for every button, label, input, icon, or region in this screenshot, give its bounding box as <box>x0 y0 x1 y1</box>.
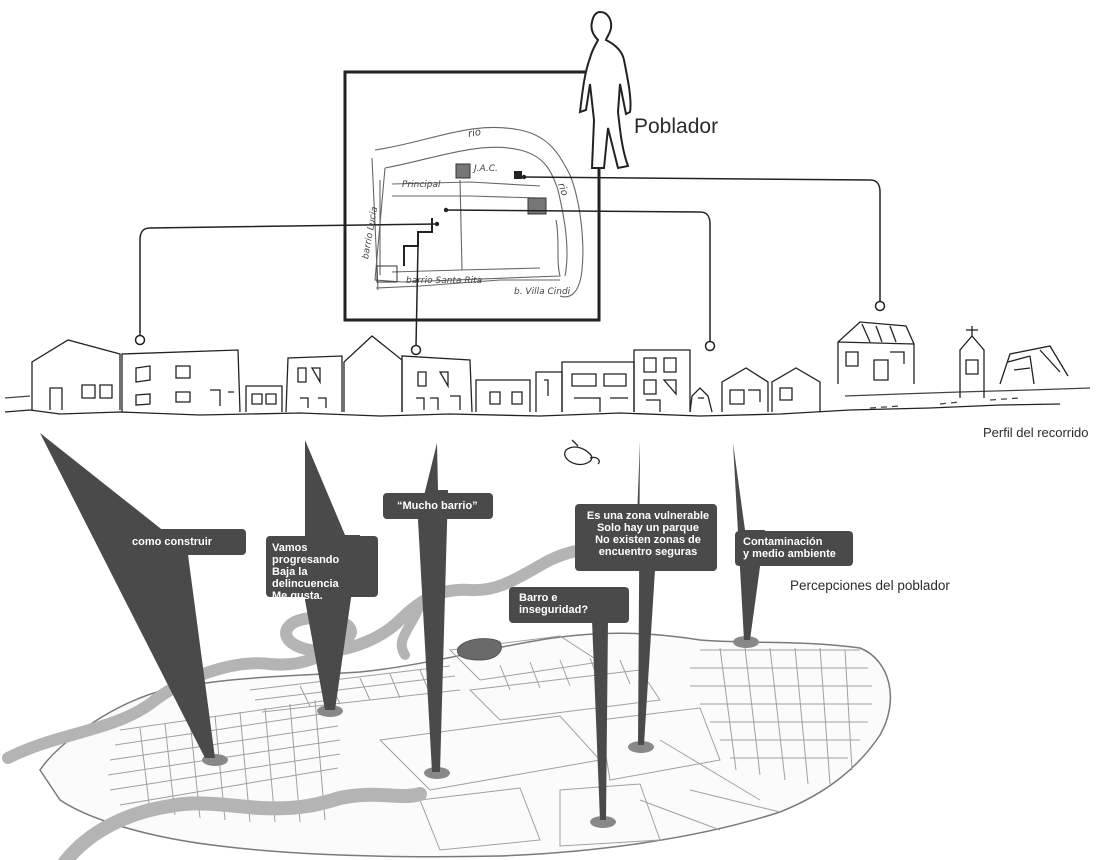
endpoint-1 <box>134 334 146 346</box>
callout-zona-vulnerable: Es una zona vulnerable Solo hay un parqu… <box>575 504 717 571</box>
house-1 <box>31 339 121 410</box>
location-markers <box>202 636 759 828</box>
callout-como-construir: como construir <box>122 529 246 555</box>
sketch-map <box>371 126 584 298</box>
marker-2 <box>317 705 343 717</box>
map-streets-east <box>639 647 872 831</box>
endpoint-2 <box>410 344 422 356</box>
callout-text: “Mucho barrio” <box>397 500 478 512</box>
callout-tails <box>40 433 765 820</box>
callout-mucho-barrio: “Mucho barrio” <box>383 493 493 519</box>
street-profile <box>4 321 1091 466</box>
marker-4 <box>590 816 616 828</box>
callout-text: como construir <box>132 536 213 548</box>
callout-text: Barro e inseguridad? <box>519 592 589 616</box>
sketch-map-frame <box>343 70 601 322</box>
building-2 <box>121 349 241 413</box>
sketch-jac: J.A.C. <box>474 164 498 174</box>
sketch-barrio-bottom: barrio Santa Rita <box>406 276 483 286</box>
connector-4 <box>523 176 881 302</box>
sketch-church <box>376 265 398 283</box>
route-profile-label: Perfil del recorrido <box>983 425 1089 440</box>
river-south <box>58 787 427 860</box>
rural-house <box>837 321 915 384</box>
endpoint-3 <box>704 340 716 352</box>
lake <box>456 638 502 661</box>
resident-figure <box>578 10 632 170</box>
building-5 <box>535 349 713 413</box>
callout-contaminacion: Contaminación y medio ambiente <box>735 531 853 566</box>
sketch-principal: Principal <box>402 180 441 190</box>
sketch-river-top: rio <box>467 126 482 141</box>
callout-text: Contaminación y medio ambiente <box>743 536 836 560</box>
start-dot-1 <box>434 221 440 227</box>
rural-shed <box>999 345 1069 385</box>
resident-label: Poblador <box>634 115 719 138</box>
callout-text: Vamos progresando Baja la delincuencia M… <box>272 542 340 602</box>
connectors <box>139 176 881 347</box>
marker-5 <box>628 741 654 753</box>
sketch-building-jac <box>455 163 471 179</box>
church <box>959 326 985 398</box>
endpoint-4 <box>874 300 886 312</box>
ground-line <box>4 403 1061 417</box>
connector-2 <box>415 245 419 347</box>
tail-zona-vulnerable <box>635 440 655 745</box>
start-dot-3 <box>443 207 449 213</box>
tail-mucho-barrio <box>418 443 448 772</box>
river-branch <box>396 600 425 660</box>
start-dot-4 <box>521 174 527 180</box>
sketch-villa: b. Villa Cindi <box>514 287 571 297</box>
connector-endpoints <box>134 300 886 356</box>
sketch-building-3 <box>527 197 547 215</box>
sketch-route <box>403 218 433 266</box>
building-6 <box>721 367 821 412</box>
building-4 <box>343 335 531 413</box>
debris <box>564 439 600 466</box>
connector-3 <box>445 209 711 342</box>
tail-barro <box>592 620 608 820</box>
connector-1 <box>139 223 438 336</box>
callout-text: Es una zona vulnerable Solo hay un parqu… <box>586 510 710 558</box>
marker-3 <box>424 767 450 779</box>
marker-6 <box>733 636 759 648</box>
sketch-building-2 <box>514 171 522 179</box>
connector-start-dots <box>434 174 527 227</box>
callout-barro-inseguridad: Barro e inseguridad? <box>509 587 629 623</box>
tail-como-construir <box>40 433 215 758</box>
callout-vamos-progresando: Vamos progresando Baja la delincuencia M… <box>266 536 378 602</box>
perceptions-label: Percepciones del poblador <box>790 578 950 593</box>
building-3 <box>245 355 343 413</box>
